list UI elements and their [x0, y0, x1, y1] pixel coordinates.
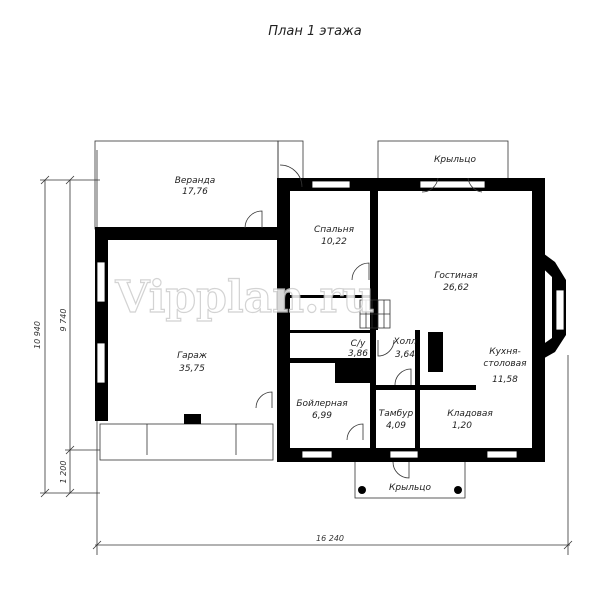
garage-apron	[99, 423, 274, 461]
dim-total-height: 10 940	[33, 321, 42, 349]
room-name-boiler: Бойлерная	[296, 399, 348, 409]
room-area-hall: 3,64	[395, 350, 415, 360]
watermark: Vipplan.ru	[114, 272, 374, 323]
stairs	[359, 299, 391, 329]
porch-bottom-label: Крыльцо	[389, 483, 431, 493]
room-area-kitchen: 11,58	[492, 375, 518, 385]
room-name-garage: Гараж	[177, 351, 208, 361]
room-area-veranda: 17,76	[182, 187, 208, 197]
room-area-wc: 3,86	[348, 349, 368, 359]
room-name-veranda: Веранда	[175, 176, 216, 186]
room-name-hall: Холл	[392, 337, 416, 347]
plan-title: План 1 этажа	[268, 24, 361, 39]
room-name-wc: С/у	[351, 339, 366, 349]
room-area-pantry: 1,20	[452, 421, 472, 431]
room-area-vestibule: 4,09	[386, 421, 406, 431]
porch-top-label: Крыльцо	[434, 155, 476, 165]
dim-porch-depth: 1 200	[59, 461, 68, 484]
room-name-bedroom: Спальня	[314, 225, 355, 235]
doors	[244, 164, 483, 479]
dim-main-height: 9 740	[59, 309, 68, 332]
room-area-living: 26,62	[443, 283, 469, 293]
room-name-vestibule: Тамбур	[379, 409, 414, 419]
room-name-kitchen-2: столовая	[483, 359, 527, 369]
dim-total-width: 16 240	[316, 534, 344, 543]
room-name-living: Гостиная	[434, 271, 478, 281]
room-labels: Веранда 17,76 Спальня 10,22 Гостиная 26,…	[175, 155, 527, 493]
room-area-bedroom: 10,22	[321, 237, 347, 247]
room-name-kitchen: Кухня-	[489, 347, 521, 357]
room-name-pantry: Кладовая	[447, 409, 493, 419]
room-area-boiler: 6,99	[312, 411, 332, 421]
room-area-garage: 35,75	[179, 364, 205, 374]
